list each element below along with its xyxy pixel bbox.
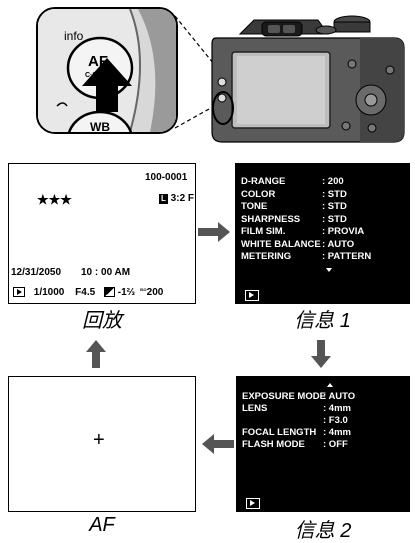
playback-icon: [246, 498, 260, 509]
aperture: F4.5: [75, 287, 96, 298]
rating-stars: ★★★: [37, 192, 72, 207]
caption-info1: 信息 1: [294, 310, 351, 332]
info1-row-label: SHARPNESS: [241, 213, 301, 225]
arrow-up-icon: [86, 340, 106, 368]
af-screen: +: [8, 376, 196, 512]
info1-row-label: COLOR: [241, 188, 276, 200]
time: 10 : 00 AM: [81, 267, 131, 278]
playback-icon: [245, 290, 259, 301]
info1-row-label: FILM SIM.: [241, 226, 286, 237]
playback-icon: [13, 287, 25, 298]
arrow-down-icon: [311, 340, 331, 368]
info1-row-value: : PROVIA: [322, 226, 365, 237]
info2-row-value: : 4mm: [323, 403, 351, 414]
info1-row-value: : STD: [322, 213, 347, 225]
info2-row-value: : OFF: [323, 439, 348, 450]
aspect-ratio: 3:2 F: [170, 193, 195, 204]
camera-illustration: info AF C·S·M WB: [36, 7, 405, 143]
exposure-comp-icon: [103, 287, 115, 298]
info1-row-label: WHITE BALANCE: [241, 238, 321, 250]
info2-row-value: : F3.0: [323, 415, 348, 426]
info1-row-value: : PATTERN: [322, 251, 372, 262]
camera-body: [211, 15, 405, 143]
iso-value: 200: [146, 287, 164, 298]
info1-row-value: : STD: [322, 201, 347, 212]
caption-af: AF: [89, 514, 115, 536]
date: 12/31/2050: [11, 267, 62, 278]
info-label: info: [64, 29, 84, 43]
arrow-left-icon: [202, 434, 234, 454]
info1-row-value: : STD: [322, 188, 347, 200]
arrow-right-icon: [198, 222, 230, 242]
button-closeup: info AF C·S·M WB: [36, 7, 178, 134]
info1-row-label: TONE: [241, 201, 268, 212]
scroll-down-icon: [326, 268, 332, 272]
info1-row-label: D-RANGE: [241, 176, 286, 187]
frame-number: 100-0001: [145, 172, 188, 183]
caption-info2: 信息 2: [294, 520, 352, 542]
info1-row-value: : AUTO: [322, 238, 355, 250]
info2-row-value: : AUTO: [323, 391, 356, 402]
image-size-badge: L 3:2 F: [159, 193, 194, 204]
info2-row-value: : 4mm: [323, 427, 351, 438]
info2-row-label: FOCAL LENGTH: [242, 427, 317, 438]
info2-row-label: EXPOSURE MODE: [242, 391, 326, 402]
af-crosshair: +: [93, 429, 105, 451]
info2-row-label: FLASH MODE: [242, 439, 305, 450]
scroll-up-icon: [327, 383, 333, 387]
info2-row-label: LENS: [242, 403, 268, 414]
wb-button-label: WB: [90, 120, 110, 134]
caption-playback: 回放: [82, 310, 122, 332]
info1-row-label: METERING: [241, 251, 292, 262]
iso-label: ISO: [139, 287, 147, 292]
size-l-icon: L: [159, 194, 168, 204]
exposure-info-bar: 1/1000 F4.5 -1⅔ ISO200: [13, 287, 163, 298]
press-arrow-icon: [82, 58, 132, 112]
exposure-comp: -1⅔: [117, 287, 135, 298]
playback-screen: 100-0001 ★★★ L 3:2 F 12/31/2050 10 : 00 …: [8, 163, 196, 304]
info1-row-value: : 200: [322, 176, 344, 187]
shutter-speed: 1/1000: [33, 287, 65, 298]
